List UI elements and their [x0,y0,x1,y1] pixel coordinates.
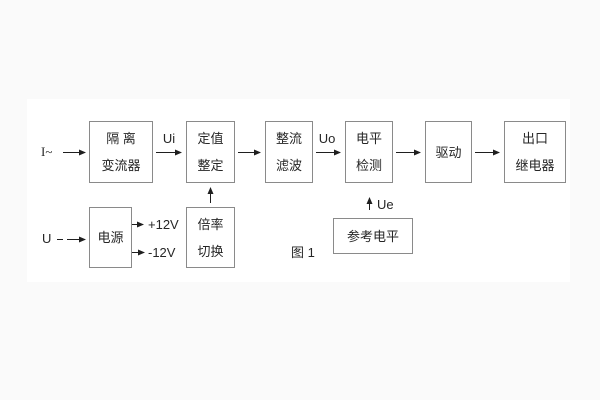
block-rectifier-line1: 整流 [275,131,302,146]
figure-caption: 图 1 [291,245,315,260]
block-drive: 驱动 [425,121,472,183]
block-reference-level: 参考电平 [333,218,413,254]
block-isolation-transformer: 隔 离 变流器 [89,121,153,183]
block-output-relay: 出口 继电器 [504,121,566,183]
block-reference-line1: 参考电平 [346,228,399,244]
block-drive-line1: 驱动 [435,144,462,160]
block-level-detect: 电平 检测 [345,121,393,183]
block-setpoint-adjust: 定值 整定 [186,121,235,183]
label-input-voltage: U [42,231,52,246]
block-ratio-line2: 切换 [197,243,224,259]
block-rectifier-filter: 整流 滤波 [265,121,313,183]
block-setpoint-line1: 定值 [197,131,224,146]
block-ratio-line1: 倍率 [197,216,224,232]
block-relay-line2: 继电器 [515,158,555,173]
block-ratio-switch: 倍率 切换 [186,207,235,268]
label-input-current: I~ [41,144,53,159]
block-isolation-line1: 隔 离 [106,131,136,146]
label-minus12v: -12V [148,245,176,260]
block-rectifier-line2: 滤波 [275,158,302,173]
block-level-line2: 检测 [355,158,382,173]
label-signal-ui: Ui [162,131,176,146]
block-power-supply: 电源 [89,207,132,268]
label-plus12v: +12V [148,217,179,232]
label-signal-ue: Ue [377,197,394,212]
block-setpoint-line2: 整定 [197,158,224,173]
block-relay-line1: 出口 [521,131,548,146]
block-level-line1: 电平 [355,131,382,146]
block-power-line1: 电源 [97,230,124,245]
label-signal-uo: Uo [318,131,336,146]
block-isolation-line2: 变流器 [101,158,141,173]
